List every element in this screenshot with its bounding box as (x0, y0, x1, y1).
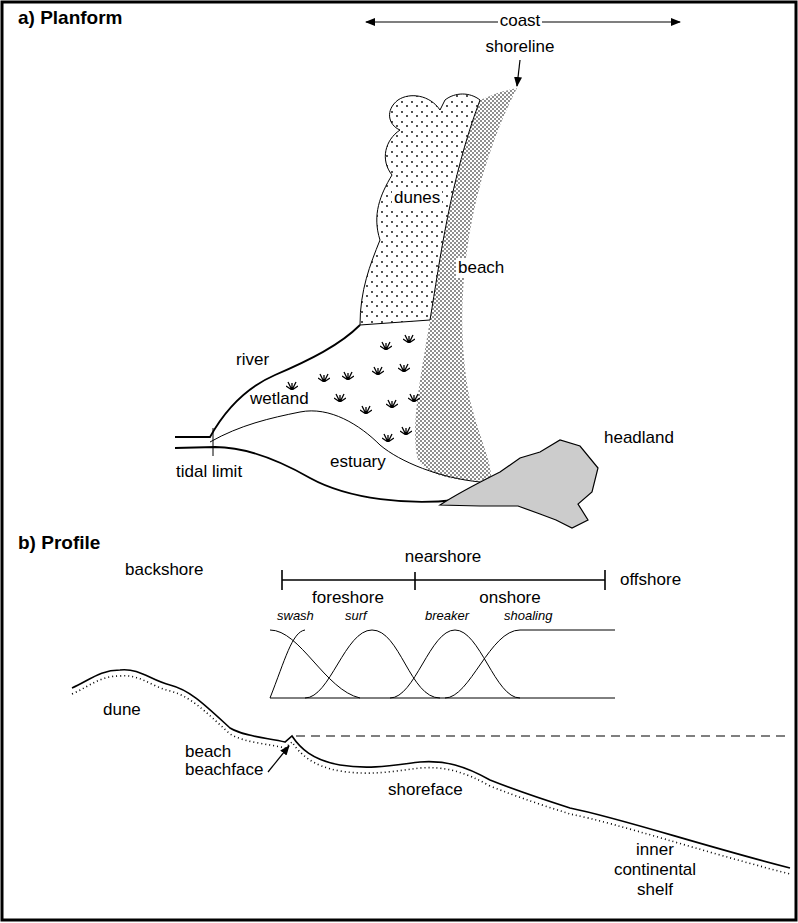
profile-line (72, 670, 790, 868)
river-bank (175, 325, 360, 437)
feature-label: shoreface (388, 780, 463, 800)
sediment-band (72, 676, 790, 874)
wave-zone-label: breaker (425, 608, 469, 624)
feature-label: dune (103, 700, 141, 720)
beach-area (415, 88, 517, 480)
feature-label: beachface (185, 760, 263, 780)
tidal-limit-tick (213, 428, 214, 456)
feature-label: tidal limit (176, 462, 242, 482)
wave-zone-label: swash (277, 608, 314, 624)
zone-label: offshore (620, 570, 681, 590)
feature-label: wetland (250, 389, 309, 409)
wetland-plants (286, 335, 420, 442)
river-bank (175, 447, 455, 502)
zone-label: onshore (479, 588, 540, 608)
wave-zone-label: surf (345, 608, 367, 624)
zone-label: foreshore (312, 588, 384, 608)
feature-label: beach (185, 742, 231, 762)
panel-title: a) Planform (18, 8, 123, 28)
wave-zone-label: shoaling (504, 608, 552, 624)
nearshore-bracket (282, 570, 605, 590)
shoreline-arrow (517, 60, 520, 86)
panel-title: b) Profile (18, 533, 100, 553)
feature-label: estuary (330, 452, 386, 472)
feature-label: shoreline (486, 37, 555, 57)
headland-shape (440, 440, 598, 528)
feature-label: inner continental shelf (600, 840, 710, 900)
water-level (296, 735, 790, 736)
feature-label: beach (456, 258, 506, 278)
axis-label: coast (498, 11, 543, 31)
feature-label: dunes (392, 188, 442, 208)
wetland-edge (210, 411, 480, 482)
wave-zone-curves (270, 630, 615, 698)
feature-label: headland (604, 428, 674, 448)
beachface-arrow (268, 746, 289, 772)
feature-label: river (236, 350, 269, 370)
zone-label: nearshore (405, 547, 482, 567)
zone-label: backshore (125, 560, 203, 580)
